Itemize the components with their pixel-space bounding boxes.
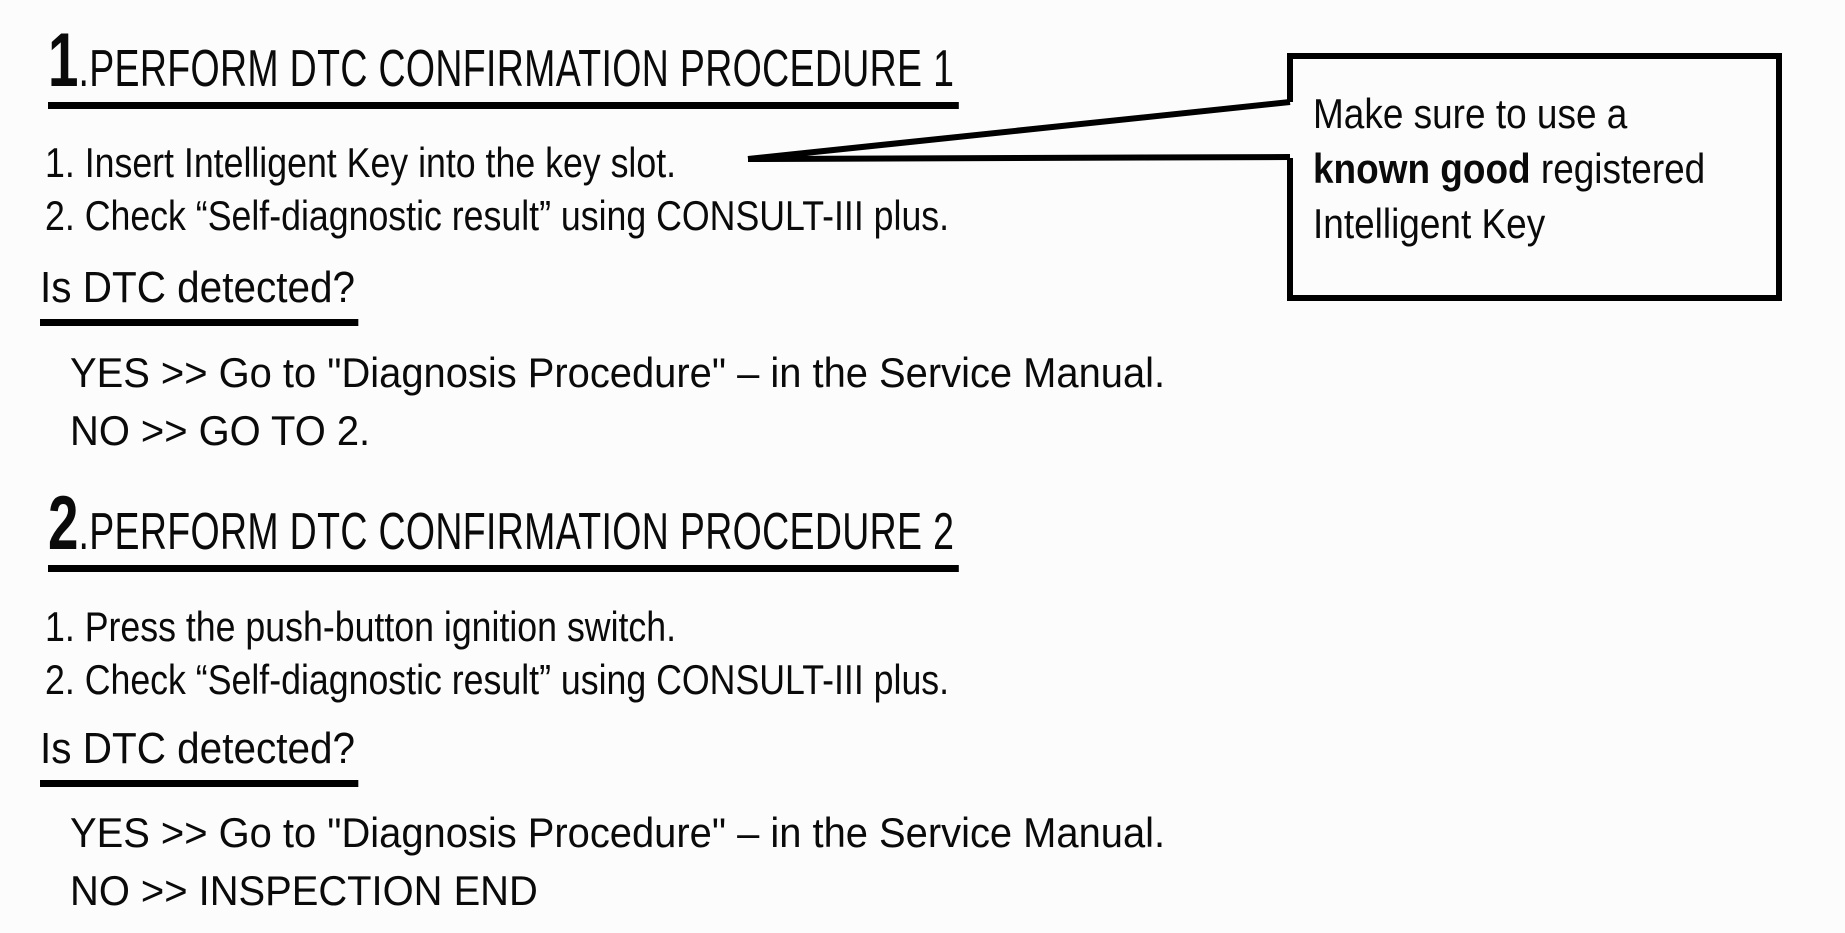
callout-note: Make sure to use a known good registered… (1313, 86, 1705, 251)
section-2-steps: 1. Press the push-button ignition switch… (45, 600, 949, 706)
section-2-question: Is DTC detected? (40, 727, 359, 787)
callout-line-1: Make sure to use a (1313, 90, 1628, 137)
section-1-number: 1 (48, 18, 79, 103)
section-2-title: .PERFORM DTC CONFIRMATION PROCEDURE 2 (78, 503, 955, 561)
callout-line-2: known good registered (1313, 141, 1705, 196)
section-2-number: 2 (48, 481, 79, 566)
section-2-heading: 2.PERFORM DTC CONFIRMATION PROCEDURE 2 (48, 486, 959, 572)
callout-line-3: Intelligent Key (1313, 200, 1546, 247)
answer-line-no: NO >> GO TO 2. (70, 407, 371, 454)
section-1-answers: YES >> Go to "Diagnosis Procedure" – in … (70, 344, 1165, 460)
step-line: 2. Check “Self-diagnostic result” using … (45, 656, 950, 703)
callout-line-2-rest: registered (1530, 145, 1706, 192)
step-line: 1. Insert Intelligent Key into the key s… (45, 139, 677, 186)
section-1-steps: 1. Insert Intelligent Key into the key s… (45, 136, 949, 242)
answer-line-no: NO >> INSPECTION END (70, 867, 538, 914)
step-line: 1. Press the push-button ignition switch… (45, 603, 677, 650)
section-1-heading: 1.PERFORM DTC CONFIRMATION PROCEDURE 1 (48, 23, 959, 109)
section-2-answers: YES >> Go to "Diagnosis Procedure" – in … (70, 804, 1165, 920)
answer-line-yes: YES >> Go to "Diagnosis Procedure" – in … (70, 349, 1166, 396)
callout-known-good-bold: known good (1313, 145, 1531, 192)
section-1-question: Is DTC detected? (40, 266, 359, 326)
section-1-title: .PERFORM DTC CONFIRMATION PROCEDURE 1 (78, 40, 955, 98)
answer-line-yes: YES >> Go to "Diagnosis Procedure" – in … (70, 809, 1166, 856)
step-line: 2. Check “Self-diagnostic result” using … (45, 192, 950, 239)
